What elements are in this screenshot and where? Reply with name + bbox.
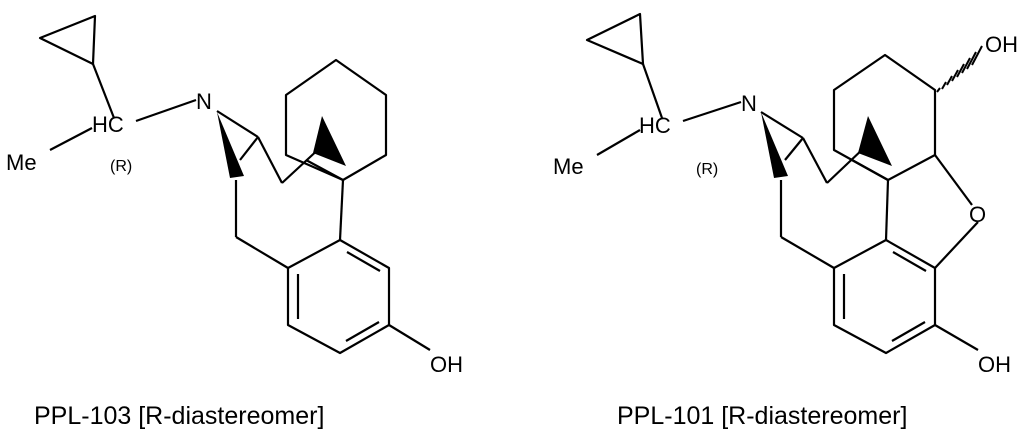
wedge-bond (217, 112, 244, 178)
hc-label: HC (639, 113, 671, 138)
bonds (585, 12, 979, 355)
wedge-bond (761, 112, 788, 178)
stereo-wedges (761, 45, 983, 178)
hashed-wedge-bond (936, 45, 983, 93)
methyl-label: Me (6, 150, 37, 175)
methyl-label: Me (553, 154, 584, 179)
nitrogen-label: N (196, 89, 212, 114)
molecule-ppl-103: N HC Me (R) OH PPL-103 [R-diastereomer] (6, 14, 463, 430)
hydroxyl-label-top: OH (985, 32, 1018, 57)
molecule-ppl-101: N HC Me (R) OH O OH PPL-101 [R-diastereo… (553, 12, 1018, 430)
bonds (38, 14, 431, 355)
wedge-bond (313, 116, 346, 166)
caption-ppl-101: PPL-101 [R-diastereomer] (617, 402, 907, 430)
stereo-wedges (217, 112, 346, 178)
stereo-descriptor: (R) (110, 158, 132, 175)
stereo-descriptor: (R) (696, 161, 718, 178)
wedge-bond (858, 116, 892, 166)
hydroxyl-label: OH (430, 352, 463, 377)
atom-labels: N HC Me (R) OH (6, 89, 463, 377)
hydroxyl-label: OH (978, 352, 1011, 377)
hc-label: HC (92, 112, 124, 137)
caption-ppl-103: PPL-103 [R-diastereomer] (34, 402, 324, 430)
atom-labels: N HC Me (R) OH O OH (553, 32, 1018, 377)
nitrogen-label: N (741, 91, 757, 116)
oxygen-label: O (969, 202, 986, 227)
